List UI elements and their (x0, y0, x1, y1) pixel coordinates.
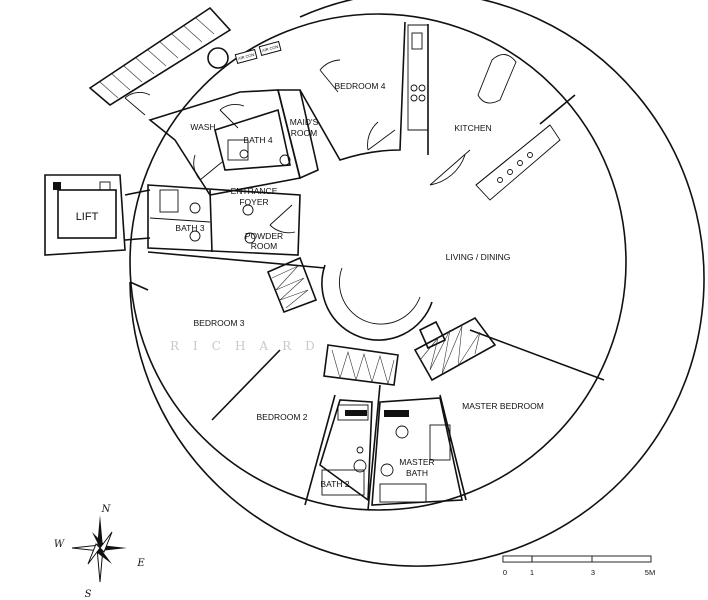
label-kitchen: KITCHEN (454, 123, 491, 133)
label-bath2: BATH 2 (320, 479, 349, 489)
label-maids-room-1: MAID'S (290, 117, 319, 127)
wall-bedroom3-divider (211, 349, 281, 421)
master-bath-fixtures (371, 397, 463, 506)
aircon-label-1: AIR CON (237, 52, 255, 61)
lift-shaft (44, 174, 151, 256)
label-living: LIVING / DINING (446, 252, 511, 262)
bath4-basin (239, 149, 249, 159)
scale-tick-1: 1 (530, 568, 534, 577)
hob-1 (410, 84, 418, 92)
label-wash: WASH (190, 122, 215, 132)
corridor-curve-inner (338, 267, 421, 325)
label-entrance-2: FOYER (239, 197, 268, 207)
label-powder-2: ROOM (251, 241, 277, 251)
hob-3 (410, 94, 418, 102)
wardrobe-bedroom3 (266, 256, 318, 314)
wall-bedroom3-top (147, 251, 326, 269)
scale-tick-3: 3 (591, 568, 595, 577)
label-bedroom4: BEDROOM 4 (334, 81, 385, 91)
wall-kitchen-terrace (539, 94, 576, 125)
watermark: RICHARD (170, 339, 329, 353)
compass-north: N (101, 504, 112, 515)
aircon-units: AIR CON AIR CON (234, 40, 282, 65)
kitchen-counter-top (407, 24, 429, 131)
wall-master-bath (439, 394, 467, 501)
wall-bath4 (214, 108, 291, 171)
label-powder-1: POWDER (245, 231, 283, 241)
scale-tick-5: 5M (645, 568, 655, 577)
service-round-fixture (207, 47, 229, 69)
terrace-end-wall (129, 281, 149, 291)
corridor-curve (321, 264, 433, 341)
wall-wash (148, 89, 301, 196)
wardrobe-bedroom2 (323, 344, 399, 386)
label-bath3: BATH 3 (175, 223, 204, 233)
aircon-label-2: AIR CON (261, 44, 279, 53)
bath3-powder-block (147, 184, 301, 256)
wardrobe-master (413, 316, 497, 382)
label-master-bath-2: BATH (406, 468, 428, 478)
wall-bedroom4 (299, 21, 406, 161)
wash-door (219, 104, 245, 129)
bedroom4-door (367, 121, 396, 151)
outer-terrace-wall (129, 0, 705, 567)
kitchen-door (429, 149, 471, 186)
kitchen-island-round (477, 54, 517, 104)
service-stair (88, 6, 232, 106)
service-door (124, 91, 151, 116)
kitchen-sink (411, 32, 423, 50)
bath4-toilet (279, 154, 291, 166)
label-maids-room-2: ROOM (291, 128, 317, 138)
compass-rose: N S E W (54, 504, 145, 600)
wall-bedroom2-divider (304, 394, 336, 506)
scale-tick-0: 0 (503, 568, 507, 577)
compass-east: E (136, 558, 145, 569)
compass-south: S (85, 589, 92, 600)
label-bedroom3: BEDROOM 3 (193, 318, 244, 328)
label-master-bedroom: MASTER BEDROOM (462, 401, 544, 411)
hob-2 (418, 84, 426, 92)
label-lift: LIFT (76, 211, 99, 223)
wall-bath2-divider (367, 384, 381, 511)
label-master-bath-1: MASTER (399, 457, 434, 467)
bath2-fixtures (319, 399, 373, 502)
wardrobe-corridor (418, 320, 447, 350)
kitchen-angled-counter (475, 124, 561, 201)
scale-bar: 0 1 3 5M (502, 555, 655, 577)
entrance-door (193, 154, 223, 181)
label-bedroom2: BEDROOM 2 (256, 412, 307, 422)
label-bath4: BATH 4 (243, 135, 272, 145)
hob-4 (418, 94, 426, 102)
maids-door (319, 59, 341, 93)
apartment-outer-wall (129, 13, 627, 511)
wall-master-divider (469, 329, 605, 381)
label-entrance-1: ENTRANCE (231, 186, 278, 196)
bath4-shower (227, 139, 249, 161)
compass-west: W (54, 539, 65, 550)
